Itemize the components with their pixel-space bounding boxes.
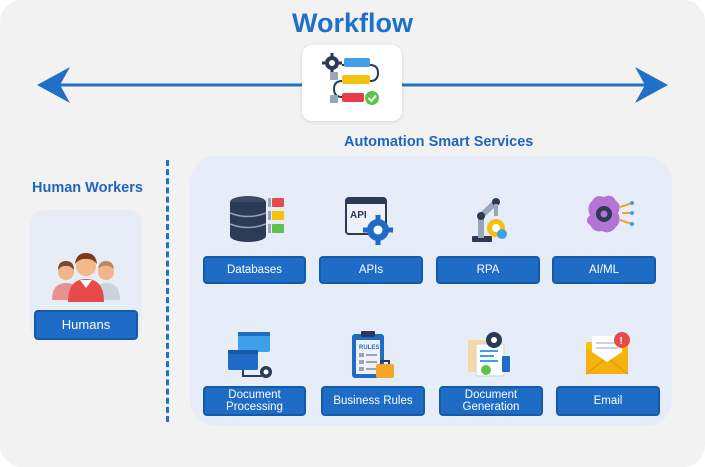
email-button[interactable]: Email <box>556 386 660 416</box>
humans-button[interactable]: Humans <box>34 310 138 340</box>
document-processing-icon <box>228 332 272 378</box>
svg-text:API: API <box>350 210 367 221</box>
people-group-icon <box>52 253 120 302</box>
human-workers-title: Human Workers <box>32 180 143 196</box>
rpa-button[interactable]: RPA <box>436 256 540 284</box>
workflow-icon-card <box>302 45 402 121</box>
automation-services-title: Automation Smart Services <box>344 134 534 150</box>
email-notification-icon: ! <box>585 332 630 375</box>
api-gear-icon: API <box>345 197 393 245</box>
page-title: Workflow <box>292 8 413 38</box>
document-generation-button[interactable]: Document Generation <box>439 386 543 416</box>
svg-text:!: ! <box>620 336 623 347</box>
brain-gear-icon <box>587 195 634 233</box>
business-rules-button[interactable]: Business Rules <box>321 386 425 416</box>
workflow-icon <box>322 53 380 105</box>
database-icon <box>229 196 284 242</box>
robot-arm-icon <box>472 198 507 242</box>
document-generation-icon <box>468 332 510 377</box>
databases-button[interactable]: Databases <box>203 256 306 284</box>
apis-button[interactable]: APIs <box>319 256 423 284</box>
ai-ml-button[interactable]: AI/ML <box>552 256 656 284</box>
rules-clipboard-icon: RULES <box>352 331 394 378</box>
section-divider <box>166 160 169 422</box>
document-processing-button[interactable]: Document Processing <box>203 386 306 416</box>
svg-text:RULES: RULES <box>359 345 379 351</box>
